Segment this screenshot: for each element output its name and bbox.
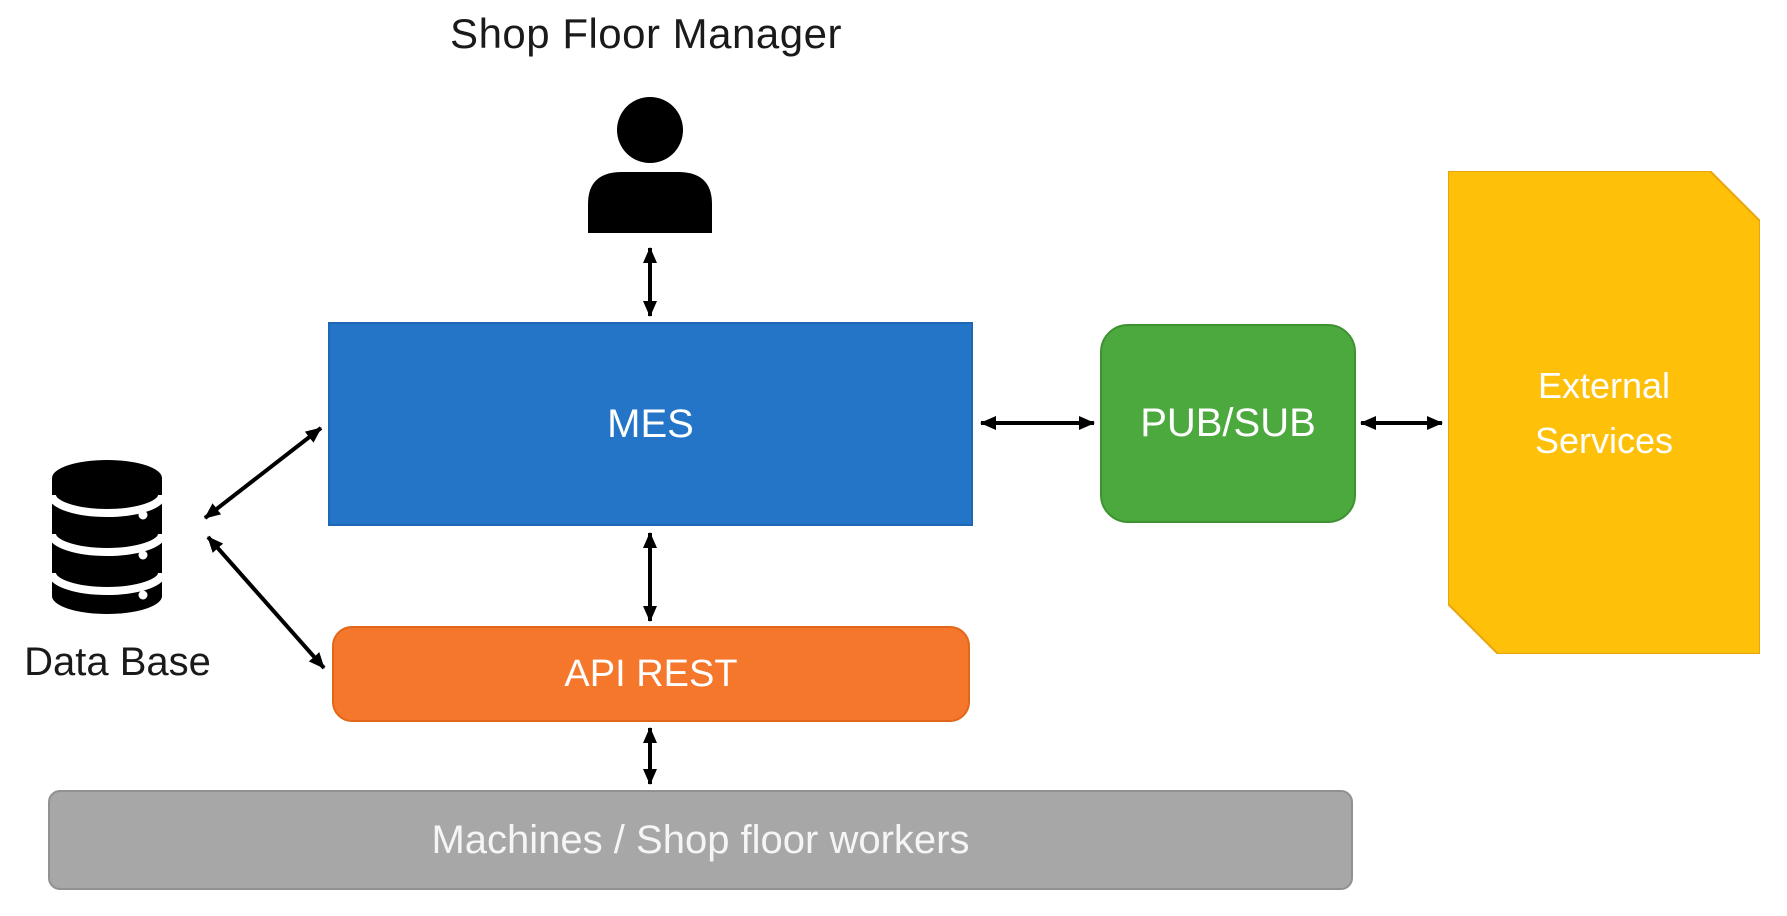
database-label: Data Base: [24, 640, 211, 684]
mes-box: MES: [328, 322, 973, 526]
database-icon: [50, 460, 165, 614]
mes-box-label: MES: [607, 401, 694, 446]
arrow-db-mes: [203, 426, 323, 520]
pub-sub-box: PUB/SUB: [1100, 324, 1356, 523]
external-services-polygon: [1448, 171, 1760, 654]
external-services-label: External Services: [1534, 364, 1674, 461]
machines-bar-label: Machines / Shop floor workers: [431, 817, 970, 862]
person-body: [588, 172, 712, 233]
shop-floor-manager-label: Shop Floor Manager: [450, 10, 842, 57]
person-head: [617, 97, 683, 163]
api-rest-box-label: API REST: [564, 652, 738, 695]
external-services-shape: [1448, 171, 1760, 654]
api-rest-box: API REST: [332, 626, 970, 722]
person-icon: [588, 97, 712, 233]
pub-sub-box-label: PUB/SUB: [1140, 401, 1316, 445]
machines-bar: Machines / Shop floor workers: [48, 790, 1353, 890]
